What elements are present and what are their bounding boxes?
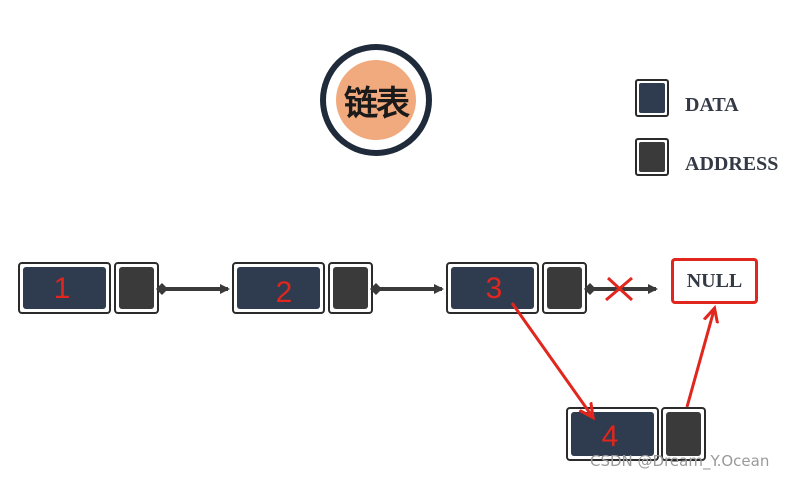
insert-arrow-4-null (685, 310, 714, 408)
node-1-data (18, 262, 111, 314)
legend-address-swatch (635, 138, 669, 176)
legend-address-label: ADDRESS (685, 153, 779, 175)
node-3-label: 3 (485, 272, 503, 305)
node-3-data (446, 262, 539, 314)
node-2-label: 2 (275, 276, 293, 309)
title-badge: 链表 (320, 44, 432, 156)
node-4-label: 4 (601, 420, 619, 453)
node-4-address (661, 407, 706, 461)
legend-data-label: DATA (685, 94, 739, 116)
cut-mark-b (605, 276, 633, 302)
watermark: CSDN @Dream_Y.Ocean (590, 452, 770, 470)
node-3-address (542, 262, 587, 314)
null-label: NULL (686, 269, 743, 292)
null-box: NULL (671, 258, 758, 304)
node-1-label: 1 (53, 272, 71, 305)
node-1-address (114, 262, 159, 314)
insert-arrow-3-4 (510, 302, 592, 416)
diagram-title: 链表 (344, 83, 410, 124)
legend-data-swatch (635, 79, 669, 117)
node-2-address (328, 262, 373, 314)
node-2-data (232, 262, 325, 314)
